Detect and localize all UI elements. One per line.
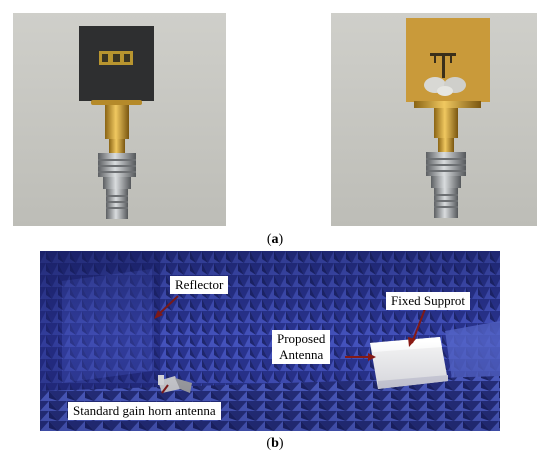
horn-antenna-label: Standard gain horn antenna (68, 402, 221, 420)
antenna-front-photo (13, 13, 226, 226)
antenna-back-photo (331, 13, 537, 226)
caption-paren-open: ( (266, 232, 272, 247)
caption-paren-close: ) (278, 232, 284, 247)
proposed-antenna-label: Proposed Antenna (272, 330, 331, 364)
caption-letter: b (271, 436, 279, 451)
caption-letter: a (271, 232, 279, 247)
reflector-label: Reflector (170, 276, 229, 294)
caption-paren-close: ) (278, 436, 284, 451)
panel-b-caption: (b) (255, 436, 295, 452)
caption-paren-open: ( (266, 436, 272, 451)
anechoic-chamber-photo (40, 251, 500, 431)
fixed-support-label: Fixed Supprot (386, 292, 471, 310)
panel-a-caption: (a) (255, 232, 295, 248)
